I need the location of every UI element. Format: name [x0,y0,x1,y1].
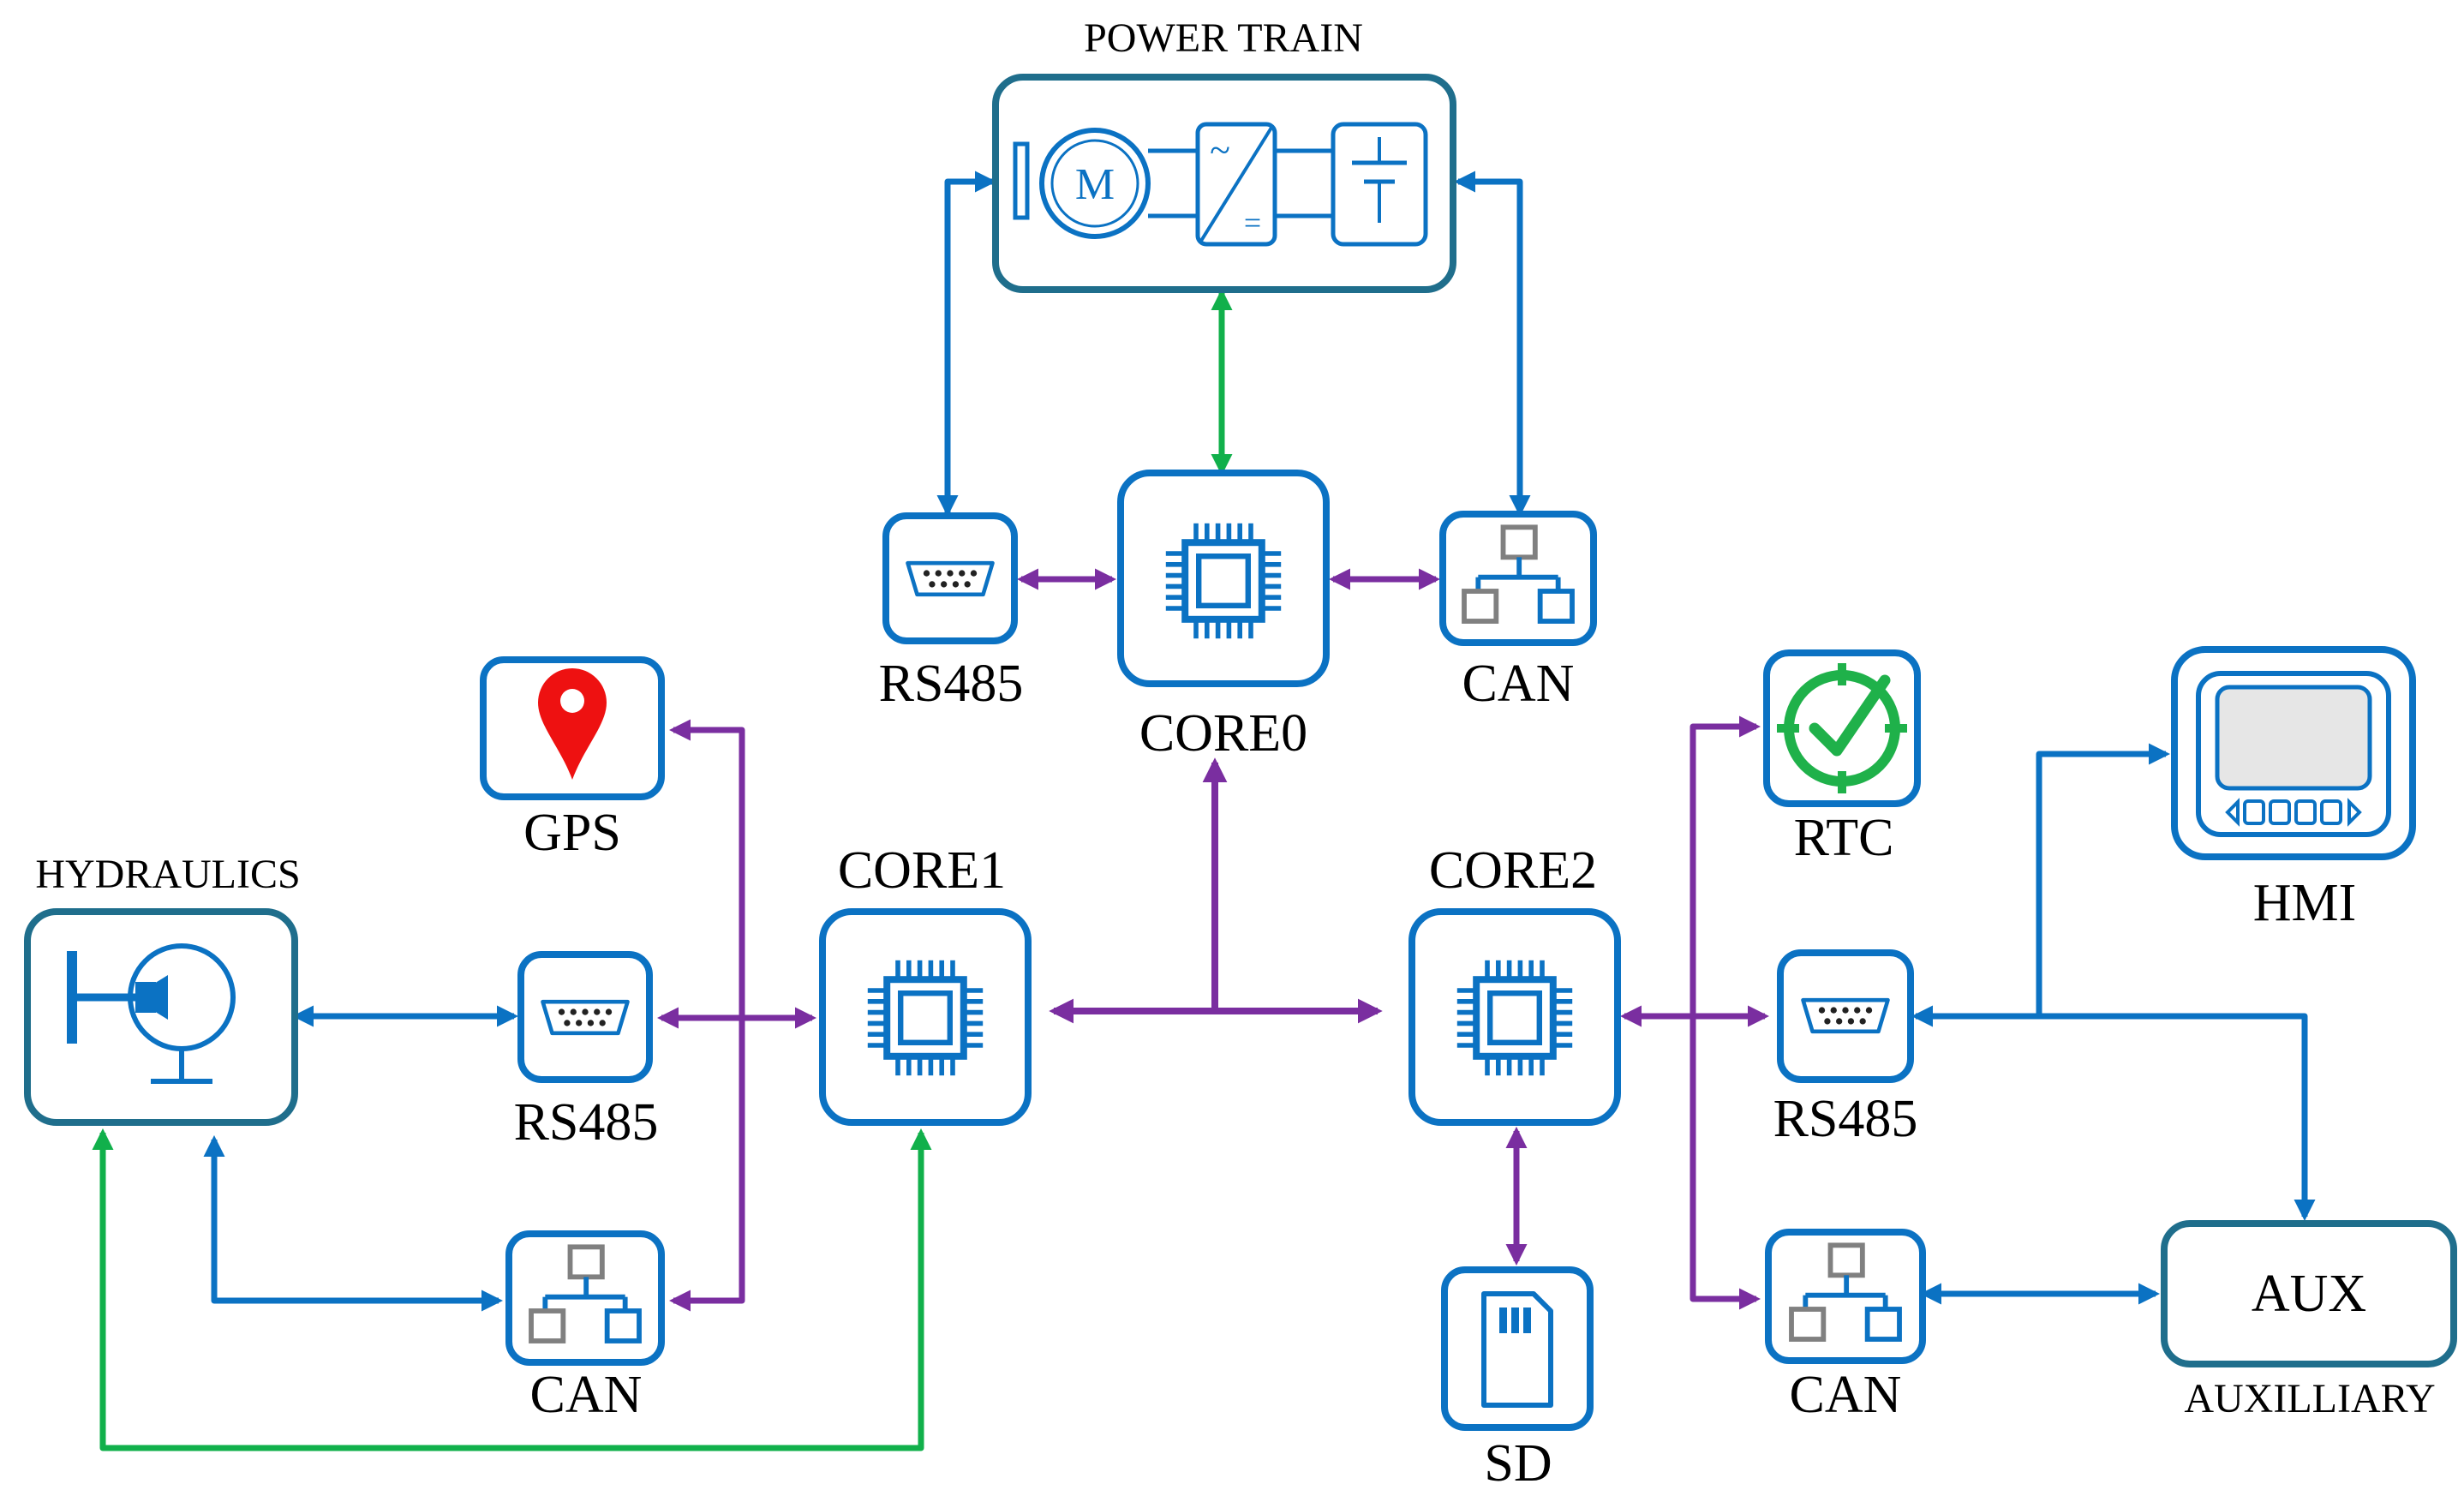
can-core1-block [505,1230,665,1366]
rs485-core1-label: RS485 [514,1093,659,1152]
link-core1-hydraulics [92,1128,932,1451]
core0-block [1117,470,1330,687]
rs485-core2-label: RS485 [1773,1090,1918,1148]
link-powertrain-rs485 [936,171,997,518]
can-core1-label: CAN [530,1366,643,1424]
rtc-block [1763,649,1921,807]
power-train-block: M ~ = [992,74,1456,293]
sd-block [1441,1266,1594,1431]
motor-icon: M [1013,128,1196,239]
link-hydraulics-can [203,1134,504,1312]
ac-symbol: ~ [1210,129,1230,171]
can-core2-label: CAN [1790,1366,1902,1424]
display-panel-icon [2196,671,2391,837]
gps-block [480,656,665,800]
link-rtc-can [1690,715,1761,1310]
link-gps-can [668,719,745,1312]
can-core0-label: CAN [1462,655,1575,713]
auxilliary-label: AUXILLIARY [2184,1376,2435,1421]
link-rs485-aux [2039,1013,2316,1222]
core0-label: CORE0 [1139,704,1307,763]
aux-block: AUX [2161,1220,2457,1367]
core2-block [1408,908,1621,1126]
hydraulic-pump-icon [67,943,236,1084]
aux-label: AUX [2252,1265,2366,1323]
rs485-core0-block [882,512,1018,644]
connections [92,171,2316,1451]
core1-block [819,908,1032,1126]
battery-icon [1331,122,1428,247]
hydraulics-block [24,908,298,1126]
sd-card-icon [1481,1291,1553,1408]
gps-label: GPS [523,804,621,862]
core1-label: CORE1 [838,841,1006,900]
link-powertrain-can [1453,171,1531,518]
map-pin-icon [538,668,607,780]
can-core0-block [1439,511,1597,646]
rs485-core0-label: RS485 [879,655,1024,713]
hydraulics-label: HYDRAULICS [35,852,300,897]
inverter-icon: ~ = [1195,122,1333,247]
can-core2-block [1765,1229,1926,1364]
power-train-label: POWER TRAIN [1084,15,1363,61]
hmi-block [2171,646,2416,860]
motor-symbol: M [1075,160,1115,209]
hmi-label: HMI [2253,874,2357,932]
rs485-core1-block [517,951,653,1083]
dc-symbol: = [1244,206,1261,240]
clock-check-icon [1777,663,1907,793]
link-rs485-hmi [1911,743,2171,1027]
rtc-label: RTC [1794,809,1894,867]
rs485-core2-block [1777,949,1914,1083]
core2-label: CORE2 [1429,841,1597,900]
sd-label: SD [1484,1434,1552,1493]
